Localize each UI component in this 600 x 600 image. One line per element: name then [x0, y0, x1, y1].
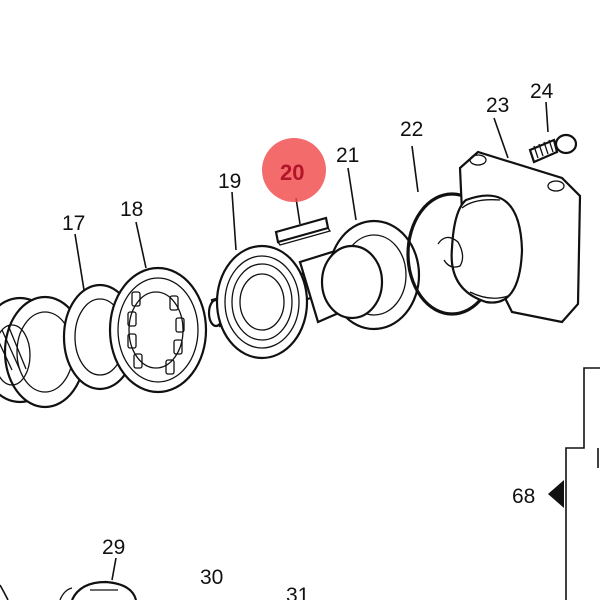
- part-20-key: [274, 216, 332, 246]
- leader-lines: [74, 101, 549, 581]
- part-18-roller-bearing: [108, 266, 208, 394]
- callout-23: 23: [486, 94, 509, 117]
- pointer-arrow-icon: [548, 480, 564, 508]
- part-21-sleeve: [298, 219, 421, 331]
- highlight-circle: [262, 138, 326, 202]
- callout-29: 29: [102, 536, 125, 559]
- callout-18: 18: [120, 198, 143, 221]
- callout-20-highlighted: 20: [280, 160, 304, 185]
- callout-68: 68: [512, 485, 535, 508]
- part-23-flange-housing: [437, 150, 582, 324]
- part-24-screw: [528, 133, 578, 164]
- callout-31: 31: [286, 584, 309, 600]
- bracket-component: [548, 367, 600, 600]
- callout-22: 22: [400, 118, 423, 141]
- callout-30: 30: [200, 566, 223, 589]
- callout-24: 24: [530, 80, 554, 103]
- part-19-ball-bearing: [215, 244, 309, 360]
- callout-17: 17: [62, 212, 85, 235]
- callout-19: 19: [218, 170, 241, 193]
- part-29-fragment: [0, 580, 138, 600]
- callout-21: 21: [336, 144, 359, 167]
